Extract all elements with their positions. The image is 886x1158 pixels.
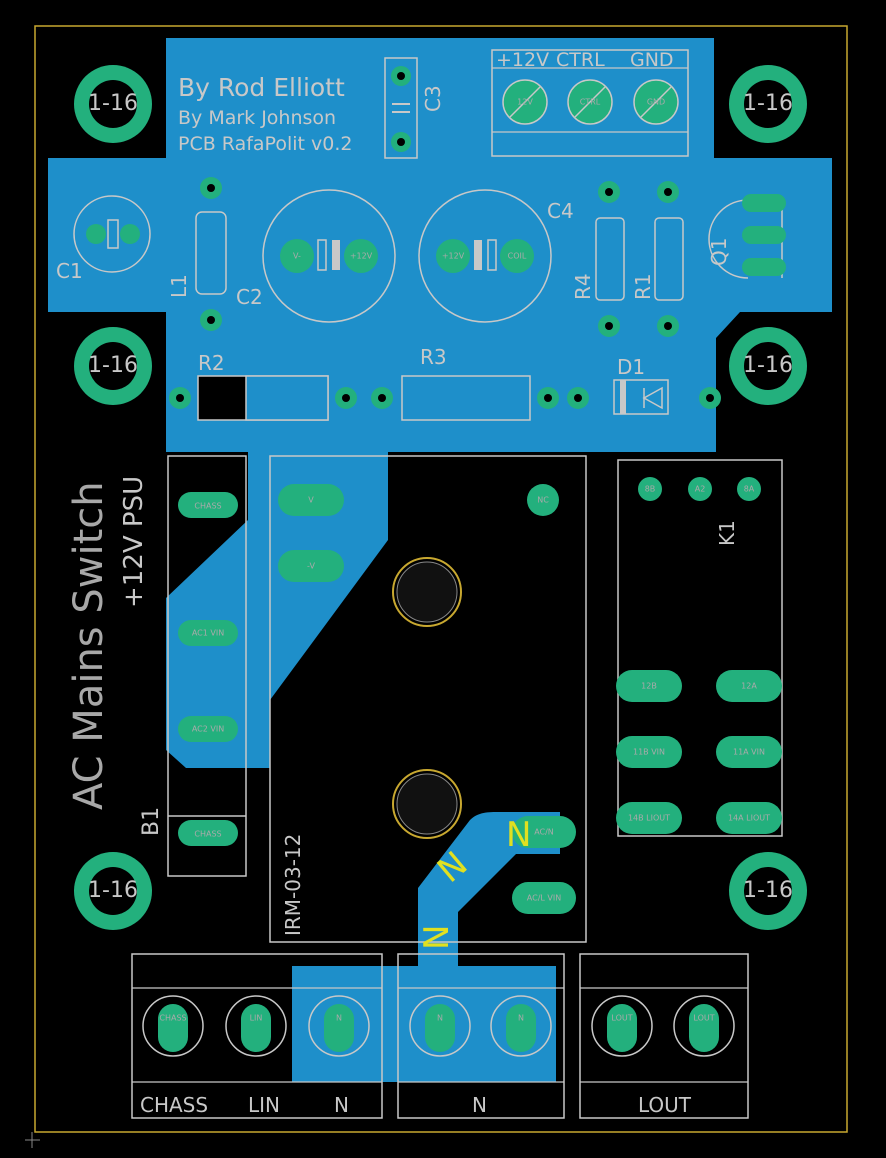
pad-label: A2 (695, 485, 706, 494)
designator-r3: R3 (420, 345, 447, 369)
mount-hole-label: 1-16 (743, 353, 793, 378)
designator-psu: IRM-03-12 (281, 834, 305, 936)
pad-label: 11B VIN (633, 748, 665, 757)
pad-label: 14B LIOUT (628, 814, 670, 823)
designator-r1: R1 (631, 273, 655, 300)
mount-hole-label: 1-16 (88, 878, 138, 903)
terminal-top-label-ctrl: CTRL (556, 49, 605, 71)
designator-k1: K1 (715, 520, 739, 546)
mount-hole-label: 1-16 (88, 353, 138, 378)
designator-c4: C4 (547, 199, 574, 223)
pad-label: 11A VIN (733, 748, 765, 757)
designator-c3: C3 (421, 85, 445, 112)
terminal-label-lin: LIN (248, 1093, 280, 1117)
inductor-l1: L1 (167, 177, 227, 331)
terminal-bottom-left: CHASS LIN N CHASS LIN N (131, 953, 383, 1119)
pad-label: +12V (442, 252, 465, 261)
pad-label: LOUT (611, 1014, 632, 1023)
vertical-title: AC Mains Switch +12V PSU (66, 476, 149, 810)
pad-label: COIL (508, 252, 527, 261)
terminal-label-chass: CHASS (140, 1093, 208, 1117)
pad-label: GND (647, 98, 665, 107)
resistor-r3: R3 (371, 345, 559, 421)
pad-label: CTRL (580, 98, 601, 107)
n-marker: N (417, 925, 457, 950)
designator-b1: B1 (139, 807, 164, 836)
board-subtitle: +12V PSU (119, 476, 149, 608)
terminal-bottom-middle: N N N (397, 953, 565, 1119)
pad-label: V- (293, 252, 301, 261)
pad-label: AC/L VIN (527, 894, 561, 903)
capacitor-c2: V- +12V C2 (236, 189, 396, 323)
bridge-b1: CHASS AC1 VIN AC2 VIN CHASS B1 (139, 455, 247, 877)
resistor-r2: R2 (169, 351, 357, 421)
credit-pcb: PCB RafaPolit v0.2 (178, 133, 352, 155)
pad-label: CHASS (159, 1014, 186, 1023)
psu-irm: V -V NC AC/N AC/L VIN IRM-03-12 (269, 455, 587, 943)
transistor-q1: Q1 (707, 194, 786, 279)
terminal-top-label-gnd: GND (630, 49, 674, 71)
n-marker: N (506, 815, 531, 855)
pad-label: N (336, 1014, 342, 1023)
designator-r2: R2 (198, 351, 225, 375)
pad-label: N (518, 1014, 524, 1023)
pad-label: CHASS (194, 830, 221, 839)
mount-hole-label: 1-16 (743, 91, 793, 116)
pad-label: LIN (250, 1014, 263, 1023)
pad-label: AC1 VIN (192, 629, 224, 638)
pad-label: +12V (350, 252, 373, 261)
credit-author: By Rod Elliott (178, 73, 345, 102)
designator-c1: C1 (56, 259, 83, 283)
pad-label: 12A (741, 682, 757, 691)
capacitor-c3: C3 (384, 57, 445, 159)
pad-label: NC (537, 496, 549, 505)
pad-label: LOUT (693, 1014, 714, 1023)
capacitor-c1: C1 (56, 195, 151, 283)
mounting-holes: 1-16 1-16 1-16 1-16 1-16 1-16 (74, 65, 807, 930)
pad-label: AC2 VIN (192, 725, 224, 734)
diode-d1: D1 (567, 355, 721, 415)
designator-l1: L1 (167, 274, 191, 298)
pad-label: 8A (744, 485, 755, 494)
pad-label: N (437, 1014, 443, 1023)
pad-label: 14A LIOUT (728, 814, 770, 823)
pad-label: 8B (645, 485, 656, 494)
capacitor-c4: +12V COIL C4 (418, 189, 574, 323)
relay-k1: 8B A2 8A 12B 12A 11B VIN 11A VIN 14B LIO… (616, 459, 783, 837)
terminal-bottom-right: LOUT LOUT LOUT (579, 953, 749, 1119)
designator-r4: R4 (571, 273, 595, 300)
designator-q1: Q1 (707, 238, 731, 266)
resistor-r1: R1 (631, 181, 684, 337)
credit-designer: By Mark Johnson (178, 107, 336, 129)
mount-hole-label: 1-16 (88, 91, 138, 116)
pad-label: V (308, 496, 314, 505)
pad-label: 12V (517, 98, 533, 107)
designator-d1: D1 (617, 355, 645, 379)
terminal-top-label-12v: +12V (496, 49, 549, 71)
terminal-label-n: N (334, 1093, 349, 1117)
terminal-top: +12V CTRL GND 12V CTRL GND (491, 49, 689, 157)
board-outline (34, 25, 848, 1133)
resistor-r4: R4 (571, 181, 625, 337)
board-title: AC Mains Switch (66, 481, 112, 810)
terminal-label-lout: LOUT (638, 1093, 692, 1117)
pad-label: CHASS (194, 502, 221, 511)
credits: By Rod Elliott By Mark Johnson PCB RafaP… (178, 73, 352, 155)
pad-label: -V (307, 562, 315, 571)
pad-label: AC/N (534, 828, 554, 837)
designator-c2: C2 (236, 285, 263, 309)
pad-label: 12B (641, 682, 657, 691)
mount-hole-label: 1-16 (743, 878, 793, 903)
terminal-label-n-middle: N (472, 1093, 487, 1117)
